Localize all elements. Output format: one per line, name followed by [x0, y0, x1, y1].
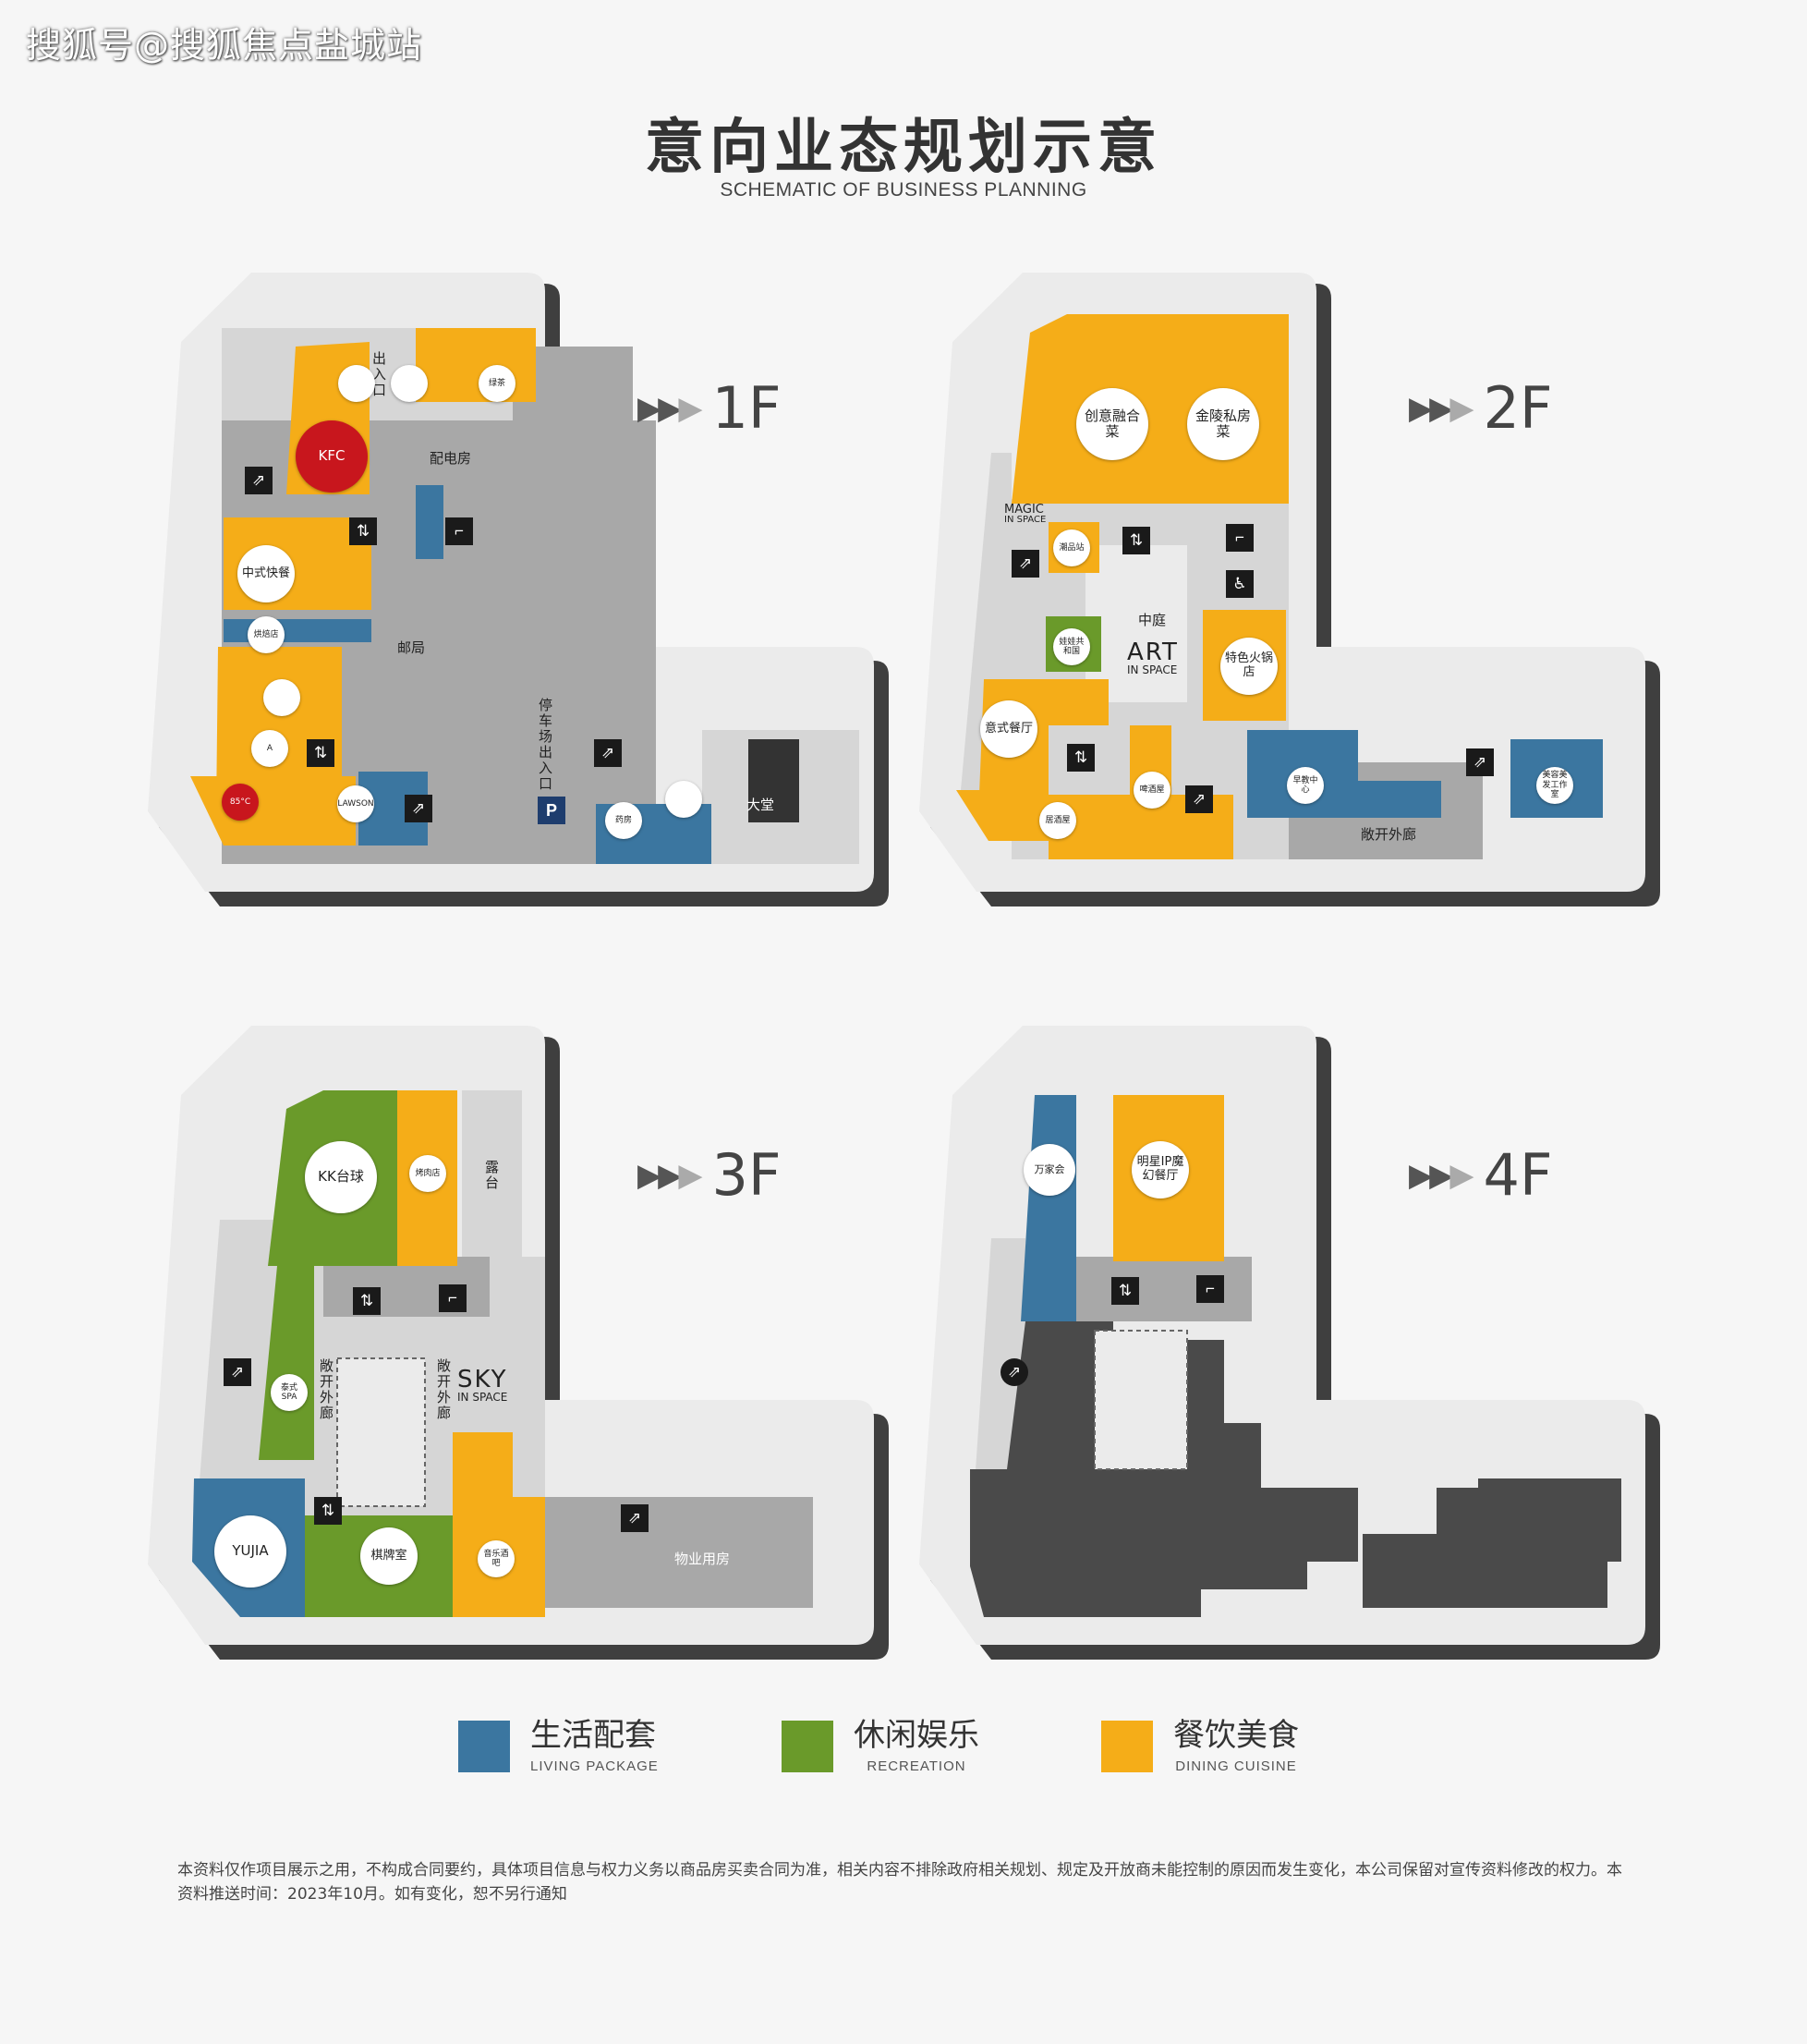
area-power-room: 配电房 [430, 450, 472, 467]
stairs-icon: ⌐ [1226, 524, 1254, 552]
escalator-icon: ⇗ [1466, 748, 1494, 776]
floor-plan-1f: ▶▶▶ 1F 出入口 配电房 邮局 停车场出入口 大堂 P ⇗ ⇅ ⌐ ⇅ ⇗ … [148, 273, 924, 919]
floor-arrows-icon: ▶▶▶ [637, 389, 702, 427]
store-italian[interactable]: 意式餐厅 [980, 700, 1037, 758]
legend-label-en: RECREATION [867, 1758, 966, 1775]
elevator-icon: ⇅ [314, 1497, 342, 1525]
store-1f-green-tea[interactable]: 绿茶 [479, 365, 515, 402]
floor-number: 1F [711, 374, 782, 442]
legend-label-en: DINING CUISINE [1175, 1758, 1297, 1775]
store-beauty-salon[interactable]: 美容美发工作室 [1536, 767, 1573, 804]
store-chess-room[interactable]: 棋牌室 [360, 1527, 418, 1585]
elevator-icon: ⇅ [349, 517, 377, 545]
floor-number: 3F [711, 1141, 782, 1209]
escalator-icon: ⇗ [224, 1358, 251, 1386]
floor-arrows-icon: ▶▶▶ [637, 1156, 702, 1194]
page-title: 意向业态规划示意 [645, 114, 1162, 182]
elevator-icon: ⇅ [353, 1287, 381, 1315]
floor-plan-2f: ▶▶▶ 2F MAGIC IN SPACE 中庭 ART IN SPACE 敞开… [919, 273, 1695, 919]
floor-number: 2F [1483, 374, 1553, 442]
floor-plan-4f: ▶▶▶ 4F ⇅ ⌐ ⇗ 万家会 明星IP魔幻餐厅 [919, 1026, 1695, 1673]
floor-label-3f: ▶▶▶ 3F [637, 1141, 782, 1209]
store-a[interactable]: A [251, 730, 288, 767]
area-parking-exit: 停车场出入口 [537, 698, 553, 792]
escalator-icon: ⇗ [1185, 785, 1213, 813]
store-bbq[interactable]: 烤肉店 [409, 1155, 446, 1192]
store-izakaya[interactable]: 居酒屋 [1039, 802, 1076, 839]
escalator-icon: ⇗ [594, 739, 622, 767]
store-star-ip-restaurant[interactable]: 明星IP魔幻餐厅 [1132, 1141, 1189, 1198]
floor-label-4f: ▶▶▶ 4F [1409, 1141, 1553, 1209]
area-open-corridor-b: 敞开外廊 [435, 1358, 452, 1421]
store-creative-fusion[interactable]: 创意融合菜 [1076, 388, 1148, 460]
page-subtitle: SCHEMATIC OF BUSINESS PLANNING [720, 179, 1087, 201]
area-open-corridor-a: 敞开外廊 [318, 1358, 334, 1421]
store-pharmacy[interactable]: 药房 [605, 802, 642, 839]
floor-label-2f: ▶▶▶ 2F [1409, 374, 1553, 442]
store-doll-republic[interactable]: 娃娃共和国 [1053, 628, 1090, 665]
store-bank[interactable] [665, 781, 702, 818]
store-chinese-fast-food[interactable]: 中式快餐 [237, 545, 295, 602]
store-bakery[interactable]: 烘焙店 [248, 616, 285, 653]
floor-4f-shape [919, 1026, 1660, 1660]
store-music-bar[interactable]: 音乐酒吧 [478, 1540, 515, 1577]
store-kk-billiards[interactable]: KK台球 [305, 1141, 377, 1213]
floor-arrows-icon: ▶▶▶ [1409, 1156, 1473, 1194]
floor-plan-3f: ▶▶▶ 3F 露台 敞开外廊 敞开外廊 SKY IN SPACE 物业用房 ⇅ … [148, 1026, 924, 1673]
store-beer-house[interactable]: 啤酒屋 [1134, 772, 1170, 809]
store-lawson[interactable]: LAWSON [337, 785, 374, 822]
stairs-icon: ⌐ [1196, 1275, 1224, 1303]
area-open-corridor: 敞开外廊 [1361, 826, 1417, 843]
magic-in-space: MAGIC IN SPACE [1004, 503, 1047, 525]
stairs-icon: ⌐ [445, 517, 473, 545]
area-property-room: 物业用房 [674, 1551, 731, 1567]
area-atrium: 中庭 [1138, 612, 1167, 628]
escalator-icon: ⇗ [1001, 1358, 1028, 1386]
store-dominos[interactable] [263, 679, 300, 716]
store-kfc[interactable]: KFC [296, 420, 368, 493]
store-yujia[interactable]: YUJIA [214, 1515, 286, 1588]
restroom-icon: ♿ [1226, 570, 1254, 598]
store-early-education[interactable]: 早教中心 [1287, 767, 1324, 804]
escalator-icon: ⇗ [621, 1504, 649, 1532]
stairs-icon: ⌐ [439, 1284, 467, 1312]
store-thai-spa[interactable]: 泰式SPA [271, 1374, 308, 1411]
store-jinling-private[interactable]: 金陵私房菜 [1187, 388, 1259, 460]
escalator-icon: ⇗ [245, 467, 273, 494]
floor-label-1f: ▶▶▶ 1F [637, 374, 782, 442]
disclaimer: 本资料仅作项目展示之用，不构成合同要约，具体项目信息与权力义务以商品房买卖合同为… [177, 1861, 1622, 1904]
elevator-icon: ⇅ [1067, 744, 1095, 772]
floor-2f-shape [919, 273, 1660, 906]
legend-dining: 餐饮美食 DINING CUISINE [1101, 1717, 1299, 1775]
legend-swatch-dining [1101, 1721, 1153, 1773]
legend-label-zh: 休闲娱乐 [854, 1717, 979, 1754]
elevator-icon: ⇅ [1111, 1277, 1139, 1305]
sky-in-space: SKY IN SPACE [457, 1366, 508, 1404]
area-post-office: 邮局 [397, 639, 426, 656]
escalator-icon: ⇗ [405, 795, 432, 822]
elevator-icon: ⇅ [1122, 527, 1150, 554]
parking-icon: P [538, 797, 565, 824]
store-trend-station[interactable]: 潮品站 [1053, 529, 1090, 566]
store-hotpot[interactable]: 特色火锅店 [1220, 638, 1278, 695]
legend-swatch-living [458, 1721, 510, 1773]
store-1f-a[interactable] [338, 365, 375, 402]
area-lobby: 大堂 [746, 797, 775, 813]
art-in-space: ART IN SPACE [1127, 639, 1179, 676]
legend-swatch-recreation [782, 1721, 833, 1773]
area-terrace: 露台 [483, 1160, 500, 1191]
floor-number: 4F [1483, 1141, 1553, 1209]
legend-recreation: 休闲娱乐 RECREATION [782, 1717, 979, 1775]
legend-label-zh: 餐饮美食 [1173, 1717, 1299, 1754]
elevator-icon: ⇅ [307, 739, 334, 767]
watermark: 搜狐号@搜狐焦点盐城站 [26, 25, 423, 66]
legend-label-en: LIVING PACKAGE [530, 1758, 659, 1775]
legend-label-zh: 生活配套 [530, 1717, 656, 1754]
store-85c[interactable]: 85°C [222, 784, 259, 821]
store-wanjia[interactable]: 万家会 [1024, 1144, 1075, 1196]
store-1f-b[interactable] [391, 365, 428, 402]
legend-living: 生活配套 LIVING PACKAGE [458, 1717, 659, 1775]
floor-arrows-icon: ▶▶▶ [1409, 389, 1473, 427]
escalator-icon: ⇗ [1012, 550, 1039, 578]
